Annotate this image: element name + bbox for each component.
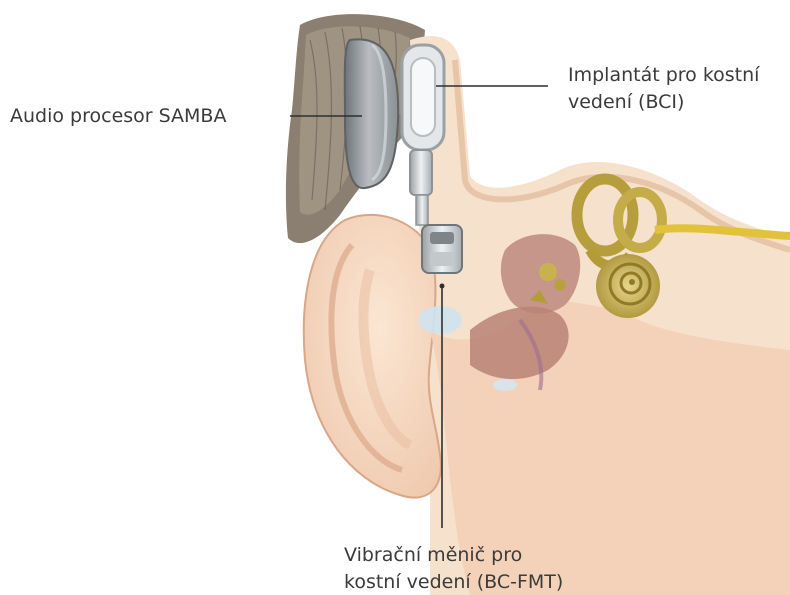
label-implant-line1: Implantát pro kostní <box>568 62 759 89</box>
audio-processor-graphic <box>345 39 398 188</box>
label-transducer-line2: kostní vedení (BC-FMT) <box>344 569 563 595</box>
transducer-graphic <box>422 225 462 273</box>
leader-dot-transducer <box>440 284 445 289</box>
outer-ear-graphic <box>304 215 441 498</box>
label-transducer: Vibrační měnič pro kostní vedení (BC-FMT… <box>344 542 563 595</box>
label-audio-processor: Audio procesor SAMBA <box>10 103 226 130</box>
label-implant-line2: vedení (BCI) <box>568 89 759 116</box>
label-implant: Implantát pro kostní vedení (BCI) <box>568 62 759 116</box>
label-audio-processor-text: Audio procesor SAMBA <box>10 103 226 130</box>
label-transducer-line1: Vibrační měnič pro <box>344 542 563 569</box>
